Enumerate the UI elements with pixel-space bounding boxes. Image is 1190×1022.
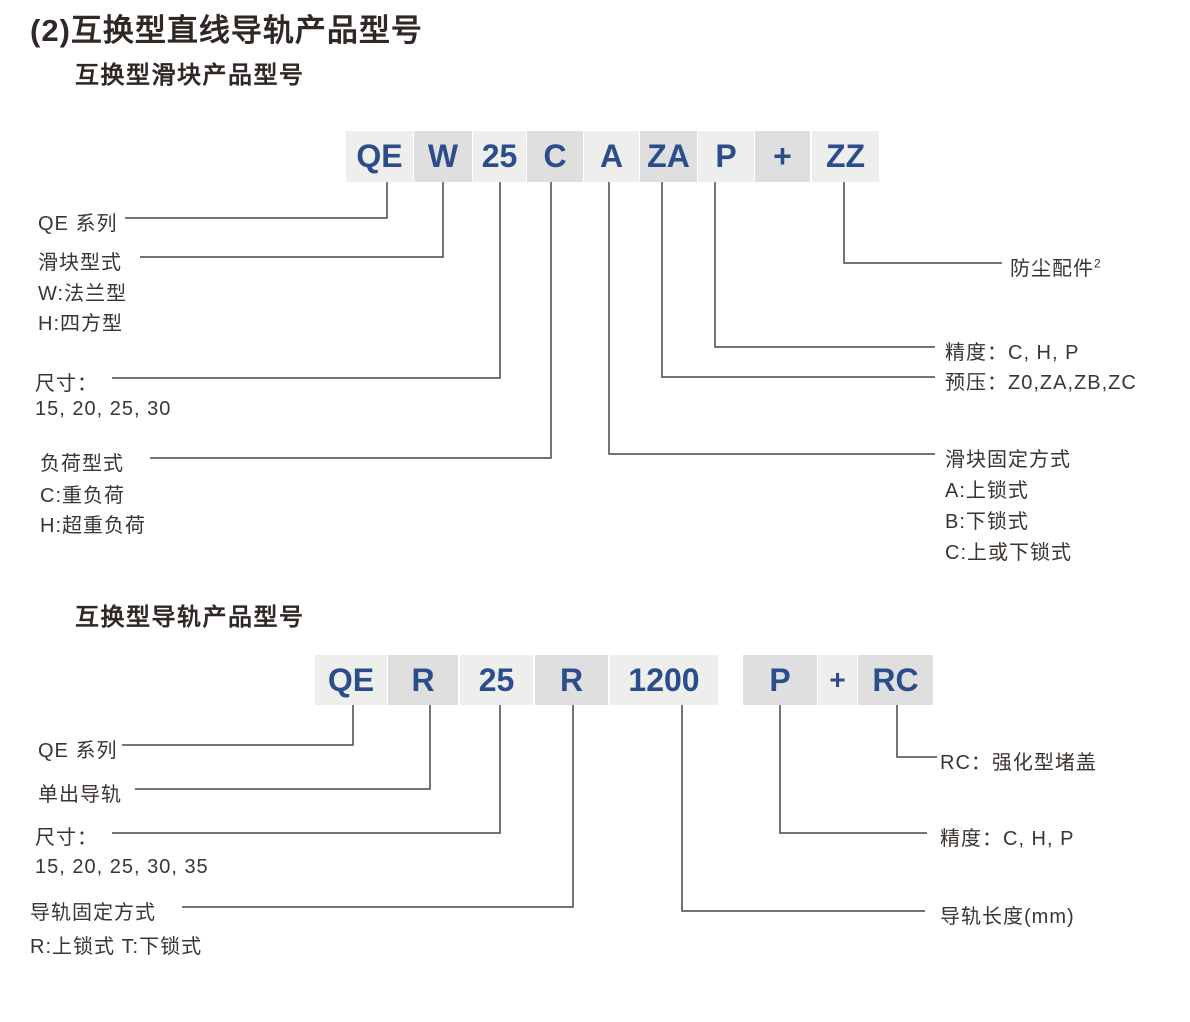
connector-d1-p (714, 182, 935, 348)
label-d2-size-values: 15, 20, 25, 30, 35 (35, 856, 209, 878)
label-d1-load-type: 负荷型式 (40, 453, 124, 475)
page-title: (2)互换型直线导轨产品型号 (30, 13, 423, 48)
label-d2-fixing: 导轨固定方式 (30, 902, 156, 924)
connector-d2-25 (112, 705, 501, 834)
label-d1-size: 尺寸： (35, 373, 98, 395)
label-d1-slider-type-h: H:四方型 (38, 313, 123, 335)
label-d1-load-h: H:超重负荷 (40, 515, 146, 537)
label-d1-load-c: C:重负荷 (40, 485, 125, 507)
label-d1-dust-sup: 2 (1094, 256, 1102, 271)
diagram2-subtitle: 互换型导轨产品型号 (75, 604, 305, 631)
connector-d1-qe (125, 182, 388, 219)
label-d2-series: QE 系列 (38, 740, 118, 762)
label-d1-slider-type: 滑块型式 (38, 252, 122, 274)
connector-d2-qe (122, 705, 354, 746)
label-d1-series: QE 系列 (38, 213, 118, 235)
connector-d1-za (661, 182, 935, 378)
d2-segment-r2: R (535, 655, 608, 705)
label-d1-fixing-c: C:上或下锁式 (945, 542, 1072, 564)
label-d1-slider-type-w: W:法兰型 (38, 283, 128, 305)
d2-segment-25: 25 (460, 655, 533, 705)
d1-segment-25: 25 (473, 131, 526, 182)
d2-segment-1200: 1200 (610, 655, 718, 705)
d2-segment-plus: + (818, 655, 857, 705)
d2-segment-qe: QE (315, 655, 387, 705)
d1-segment-a: A (584, 131, 639, 182)
d2-segment-r1: R (388, 655, 458, 705)
d1-segment-w: W (414, 131, 472, 182)
connector-d2-r2 (182, 705, 574, 908)
label-d2-rail: 单出导轨 (38, 784, 122, 806)
label-d1-fixing: 滑块固定方式 (945, 449, 1071, 471)
label-d1-fixing-b: B:下锁式 (945, 511, 1029, 533)
connector-d2-1200 (681, 705, 925, 912)
label-d2-fixing-options: R:上锁式 T:下锁式 (30, 936, 203, 958)
d1-segment-p: P (698, 131, 754, 182)
label-d1-dust-accessory: 防尘配件2 (1010, 252, 1102, 281)
label-d2-length: 导轨长度(mm) (940, 906, 1075, 928)
label-d2-rc: RC：强化型堵盖 (940, 752, 1097, 774)
d1-segment-zz: ZZ (812, 131, 879, 182)
connector-d1-a (608, 182, 935, 455)
d1-segment-plus: + (755, 131, 810, 182)
label-d1-size-values: 15, 20, 25, 30 (35, 398, 172, 420)
label-d1-preload: 预压：Z0,ZA,ZB,ZC (945, 372, 1137, 394)
d2-segment-rc: RC (858, 655, 933, 705)
d1-segment-c: C (527, 131, 583, 182)
label-d2-accuracy: 精度：C, H, P (940, 828, 1075, 850)
label-d1-dust-text: 防尘配件 (1010, 258, 1094, 280)
label-d1-fixing-a: A:上锁式 (945, 480, 1029, 502)
label-d1-accuracy: 精度：C, H, P (945, 342, 1080, 364)
d1-segment-qe: QE (346, 131, 413, 182)
d1-segment-za: ZA (640, 131, 697, 182)
label-d2-size: 尺寸： (35, 827, 98, 849)
connector-d1-c (150, 182, 552, 459)
connector-d1-25 (112, 182, 501, 379)
connector-d2-p (779, 705, 927, 834)
connector-d2-rc (896, 705, 937, 758)
connector-d1-w (140, 182, 444, 258)
connector-d1-zz (843, 182, 1002, 264)
d2-segment-p: P (743, 655, 817, 705)
connector-d2-r1 (135, 705, 431, 790)
diagram1-subtitle: 互换型滑块产品型号 (75, 62, 305, 89)
